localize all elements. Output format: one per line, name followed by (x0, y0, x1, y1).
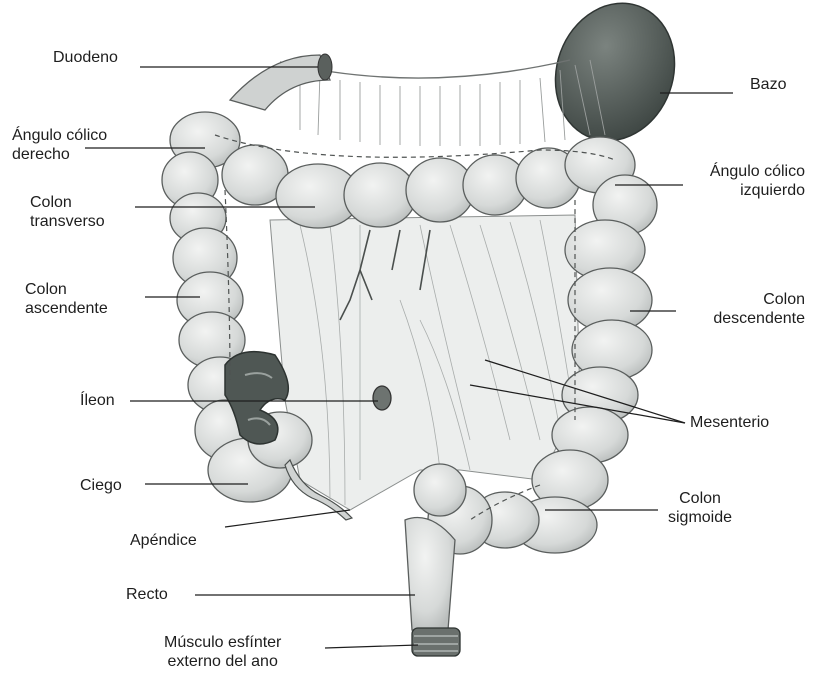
label-apendice: Apéndice (130, 531, 197, 550)
label-duodeno: Duodeno (53, 48, 118, 67)
label-colon-transverso: Colon transverso (30, 193, 105, 231)
label-colon-sigmoide: Colon sigmoide (668, 489, 732, 527)
label-ileon: Íleon (80, 391, 115, 410)
label-musculo-esfinter: Músculo esfínter externo del ano (164, 633, 281, 671)
label-angulo-colico-derecho: Ángulo cólico derecho (12, 126, 107, 164)
label-colon-descendente: Colon descendente (713, 290, 805, 328)
label-bazo: Bazo (750, 75, 786, 94)
duodenum-end (318, 54, 332, 80)
label-ciego: Ciego (80, 476, 122, 495)
label-mesenterio: Mesenterio (690, 413, 769, 432)
duodenum (230, 55, 330, 110)
label-angulo-colico-izquierdo: Ángulo cólico izquierdo (710, 162, 805, 200)
label-colon-ascendente: Colon ascendente (25, 280, 108, 318)
mesentery (270, 215, 580, 510)
spleen (537, 0, 694, 158)
label-recto: Recto (126, 585, 168, 604)
anal-sphincter (412, 628, 460, 656)
